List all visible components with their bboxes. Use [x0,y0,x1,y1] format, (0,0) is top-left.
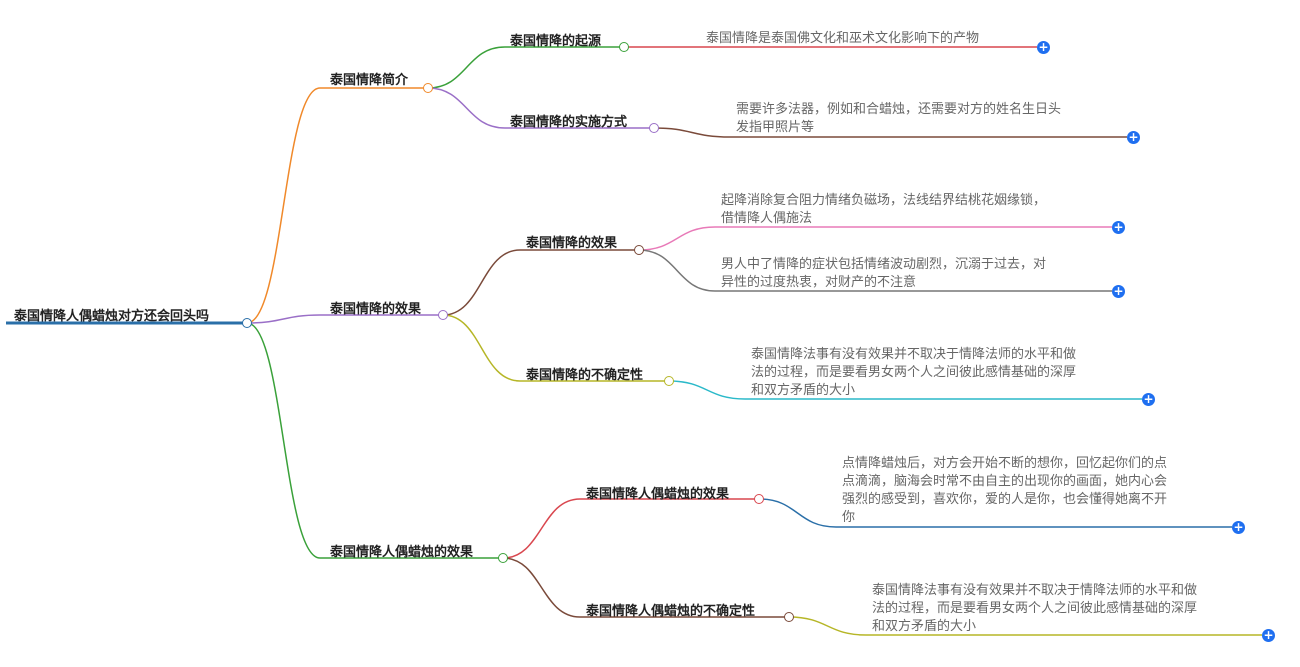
leaf-effect-1: 起降消除复合阻力情绪负磁场，法线结界结桃花姻缘锁， 借情降人偶施法 [721,193,1047,226]
edge-candle-uncertainty [502,557,581,618]
root-topic[interactable]: 泰国情降人偶蜡烛对方还会回头吗 [14,309,210,324]
edge-origin [427,46,506,89]
collapse-ring-icon[interactable] [423,83,433,93]
collapse-ring-icon[interactable] [784,612,794,622]
leaf-origin: 泰国情降是泰国佛文化和巫术文化影响下的产物 [706,31,980,46]
edge-leaf-effect-1 [638,226,716,251]
leaf-method: 需要许多法器，例如和合蜡烛，还需要对方的姓名生日头 发指甲照片等 [736,102,1062,135]
collapse-ring-icon[interactable] [649,123,659,133]
edge-method [427,87,506,129]
topic-method[interactable]: 泰国情降的实施方式 [510,115,628,130]
branch-candle-effect[interactable]: 泰国情降人偶蜡烛的效果 [330,545,474,560]
topic-uncertainty[interactable]: 泰国情降的不确定性 [526,368,644,383]
topic-candle-effect[interactable]: 泰国情降人偶蜡烛的效果 [586,487,730,502]
topic-candle-uncertainty[interactable]: 泰国情降人偶蜡烛的不确定性 [586,604,756,619]
branch-intro[interactable]: 泰国情降简介 [330,73,409,88]
edge-candle-effect [502,498,581,559]
topic-origin[interactable]: 泰国情降的起源 [510,34,602,49]
edge-leaf-candle-effect [758,498,837,528]
collapse-ring-icon[interactable] [242,318,252,328]
leaf-candle-uncertainty: 泰国情降法事有没有效果并不取决于情降法师的水平和做 法的过程，而是要看男女两个人… [872,583,1198,634]
edge-root-candle [246,322,321,559]
collapse-ring-icon[interactable] [438,310,448,320]
edge-leaf-method [653,127,731,138]
expand-plus-icon[interactable]: + [1112,284,1125,298]
expand-plus-icon[interactable]: + [1262,628,1275,642]
collapse-ring-icon[interactable] [664,376,674,386]
leaf-uncertainty: 泰国情降法事有没有效果并不取决于情降法师的水平和做 法的过程，而是要看男女两个人… [751,347,1077,398]
expand-plus-icon[interactable]: + [1127,130,1140,144]
leaf-effect-2: 男人中了情降的症状包括情绪波动剧烈，沉溺于过去，对 异性的过度热衷，对财产的不注… [721,257,1047,290]
expand-plus-icon[interactable]: + [1112,220,1125,234]
collapse-ring-icon[interactable] [634,245,644,255]
collapse-ring-icon[interactable] [619,42,629,52]
expand-plus-icon[interactable]: + [1232,520,1245,534]
edge-leaf-effect-2 [638,249,716,292]
collapse-ring-icon[interactable] [754,494,764,504]
edge-root-effect [246,314,321,324]
edge-uncertainty [442,314,521,382]
leaf-candle-effect: 点情降蜡烛后，对方会开始不断的想你，回忆起你们的点 点滴滴，脑海会时常不由自主的… [842,456,1168,525]
collapse-ring-icon[interactable] [498,553,508,563]
edge-leaf-uncertainty [668,380,746,400]
branch-effect[interactable]: 泰国情降的效果 [330,302,422,317]
edge-leaf-candle-uncertainty [788,616,867,636]
topic-effect[interactable]: 泰国情降的效果 [526,236,618,251]
edge-root-intro [246,87,321,324]
edge-effect [442,249,521,316]
expand-plus-icon[interactable]: + [1037,40,1050,54]
expand-plus-icon[interactable]: + [1142,392,1155,406]
